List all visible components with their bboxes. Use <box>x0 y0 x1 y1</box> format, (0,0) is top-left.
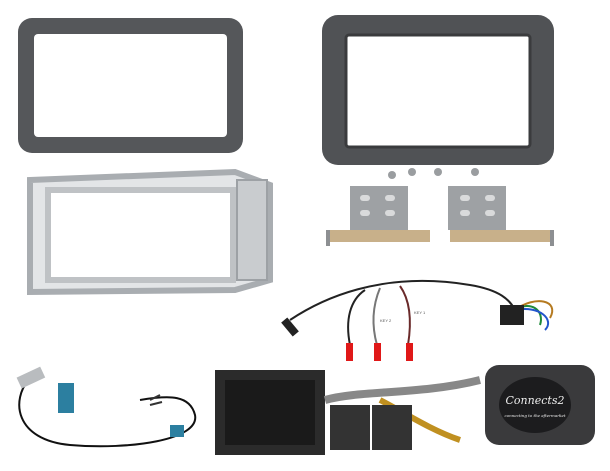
wire-tag-key-1: KEY 1 <box>414 310 426 315</box>
double-din-fascia-left <box>18 18 243 153</box>
antenna-adapter <box>16 366 197 448</box>
screws <box>388 168 479 179</box>
double-din-fascia-right <box>322 15 554 165</box>
steering-control-interface: Connects2 connecting to the aftermarket <box>485 365 595 445</box>
wire-tag-key-2: KEY 2 <box>380 318 392 323</box>
logo-tagline: connecting to the aftermarket <box>504 413 565 418</box>
din-cage <box>27 168 273 296</box>
steering-key-harness <box>281 280 554 361</box>
iso-harness <box>215 370 481 455</box>
mounting-brackets <box>326 186 554 246</box>
logo-brand: Connects2 <box>506 394 565 407</box>
